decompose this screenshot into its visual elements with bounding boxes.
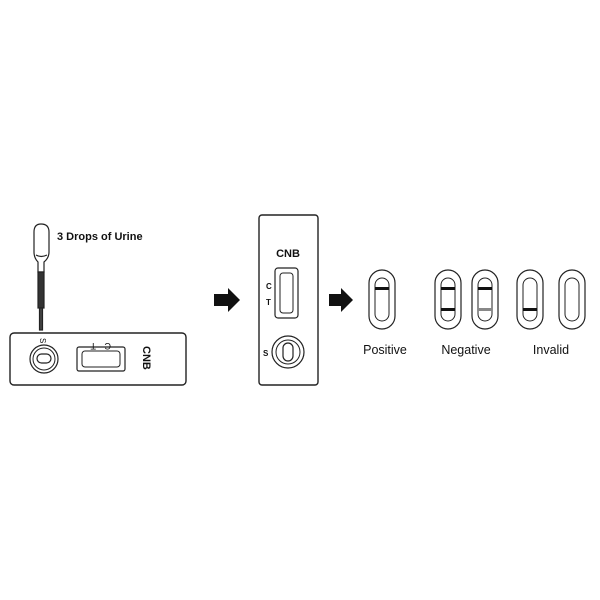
label-t: T <box>266 298 271 307</box>
vertical-cassette: CNB C T S <box>258 214 319 386</box>
sample-well <box>29 344 59 374</box>
test-strip <box>434 269 462 330</box>
instruction-text: 3 Drops of Urine <box>57 231 143 243</box>
result-label-invalid: Invalid <box>533 343 569 357</box>
brand-label: CNB <box>276 248 300 260</box>
result-window <box>76 346 126 372</box>
test-line <box>441 308 455 311</box>
test-line <box>523 308 537 311</box>
label-t: T <box>90 341 96 351</box>
control-line <box>375 287 389 290</box>
label-s: S <box>38 338 47 343</box>
test-strip <box>516 269 544 330</box>
arrow-right-icon <box>329 288 353 312</box>
dropper-icon <box>33 223 50 331</box>
horizontal-cassette: S T C CNB <box>9 332 187 386</box>
result-window <box>274 267 299 319</box>
test-line <box>478 308 492 311</box>
result-label-negative: Negative <box>441 343 490 357</box>
control-line <box>478 287 492 290</box>
result-label-positive: Positive <box>363 343 407 357</box>
test-strip <box>471 269 499 330</box>
sample-well <box>271 335 305 369</box>
test-strip <box>368 269 396 330</box>
result-strips <box>368 269 586 330</box>
label-c: C <box>266 282 272 291</box>
test-strip <box>558 269 586 330</box>
label-s: S <box>263 349 269 358</box>
brand-label: CNB <box>140 346 152 370</box>
control-line <box>441 287 455 290</box>
arrow-right-icon <box>214 288 240 312</box>
label-c: C <box>104 341 111 351</box>
